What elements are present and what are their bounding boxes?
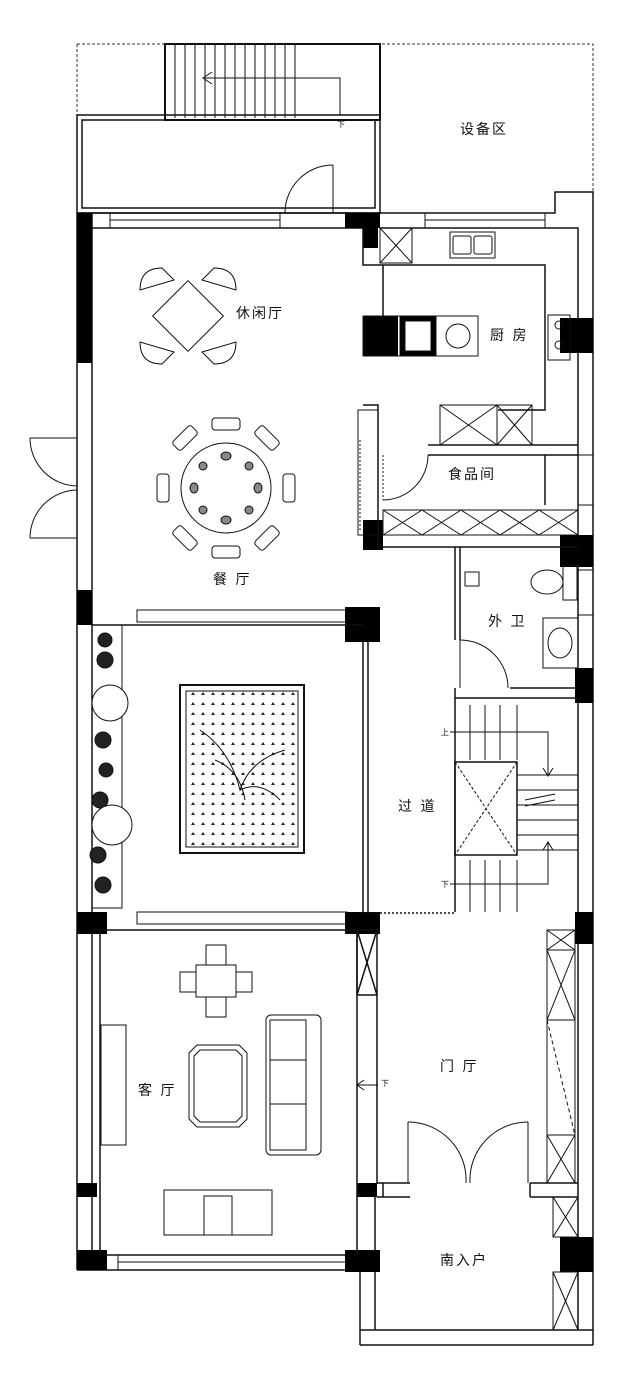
top-stair <box>164 43 381 121</box>
room-label-living: 客 厅 <box>138 1083 177 1099</box>
courtyard-rug <box>179 684 305 854</box>
site-boundary <box>76 43 594 192</box>
room-label-leisure: 休闲厅 <box>236 306 284 322</box>
bathroom-fixtures <box>464 564 579 669</box>
cooktop <box>547 314 571 361</box>
stair-mark-down-right: 下 <box>441 880 449 889</box>
structural-columns <box>77 213 593 1272</box>
top-balcony <box>76 114 381 214</box>
exterior-walls <box>76 191 594 1346</box>
stair-mark-down-top: 下 <box>337 120 345 129</box>
room-label-kitchen: 厨 房 <box>490 328 529 344</box>
cabinets <box>379 227 579 1331</box>
room-label-pantry: 食品间 <box>448 467 496 483</box>
kitchen-island <box>362 315 479 357</box>
dining-table <box>156 417 296 559</box>
room-label-bathroom: 外 卫 <box>488 614 527 630</box>
interior-walls <box>92 228 578 1255</box>
planter <box>89 624 133 909</box>
living-furniture <box>100 944 322 1236</box>
room-label-corridor: 过 道 <box>398 799 437 815</box>
right-stair <box>450 705 578 912</box>
room-label-equipment: 设备区 <box>460 122 508 138</box>
room-label-foyer: 门 厅 <box>440 1059 479 1075</box>
room-label-south-entry: 南入户 <box>440 1253 488 1269</box>
leisure-table <box>139 267 237 365</box>
room-label-dining: 餐 厅 <box>213 572 252 588</box>
foyer-arrow <box>356 1079 378 1091</box>
windows <box>76 212 594 1271</box>
stair-mark-up-right: 上 <box>441 728 449 737</box>
stair-mark-down-foyer: 下 <box>381 1079 389 1088</box>
kitchen-sink <box>449 231 496 259</box>
doors <box>29 164 529 1184</box>
